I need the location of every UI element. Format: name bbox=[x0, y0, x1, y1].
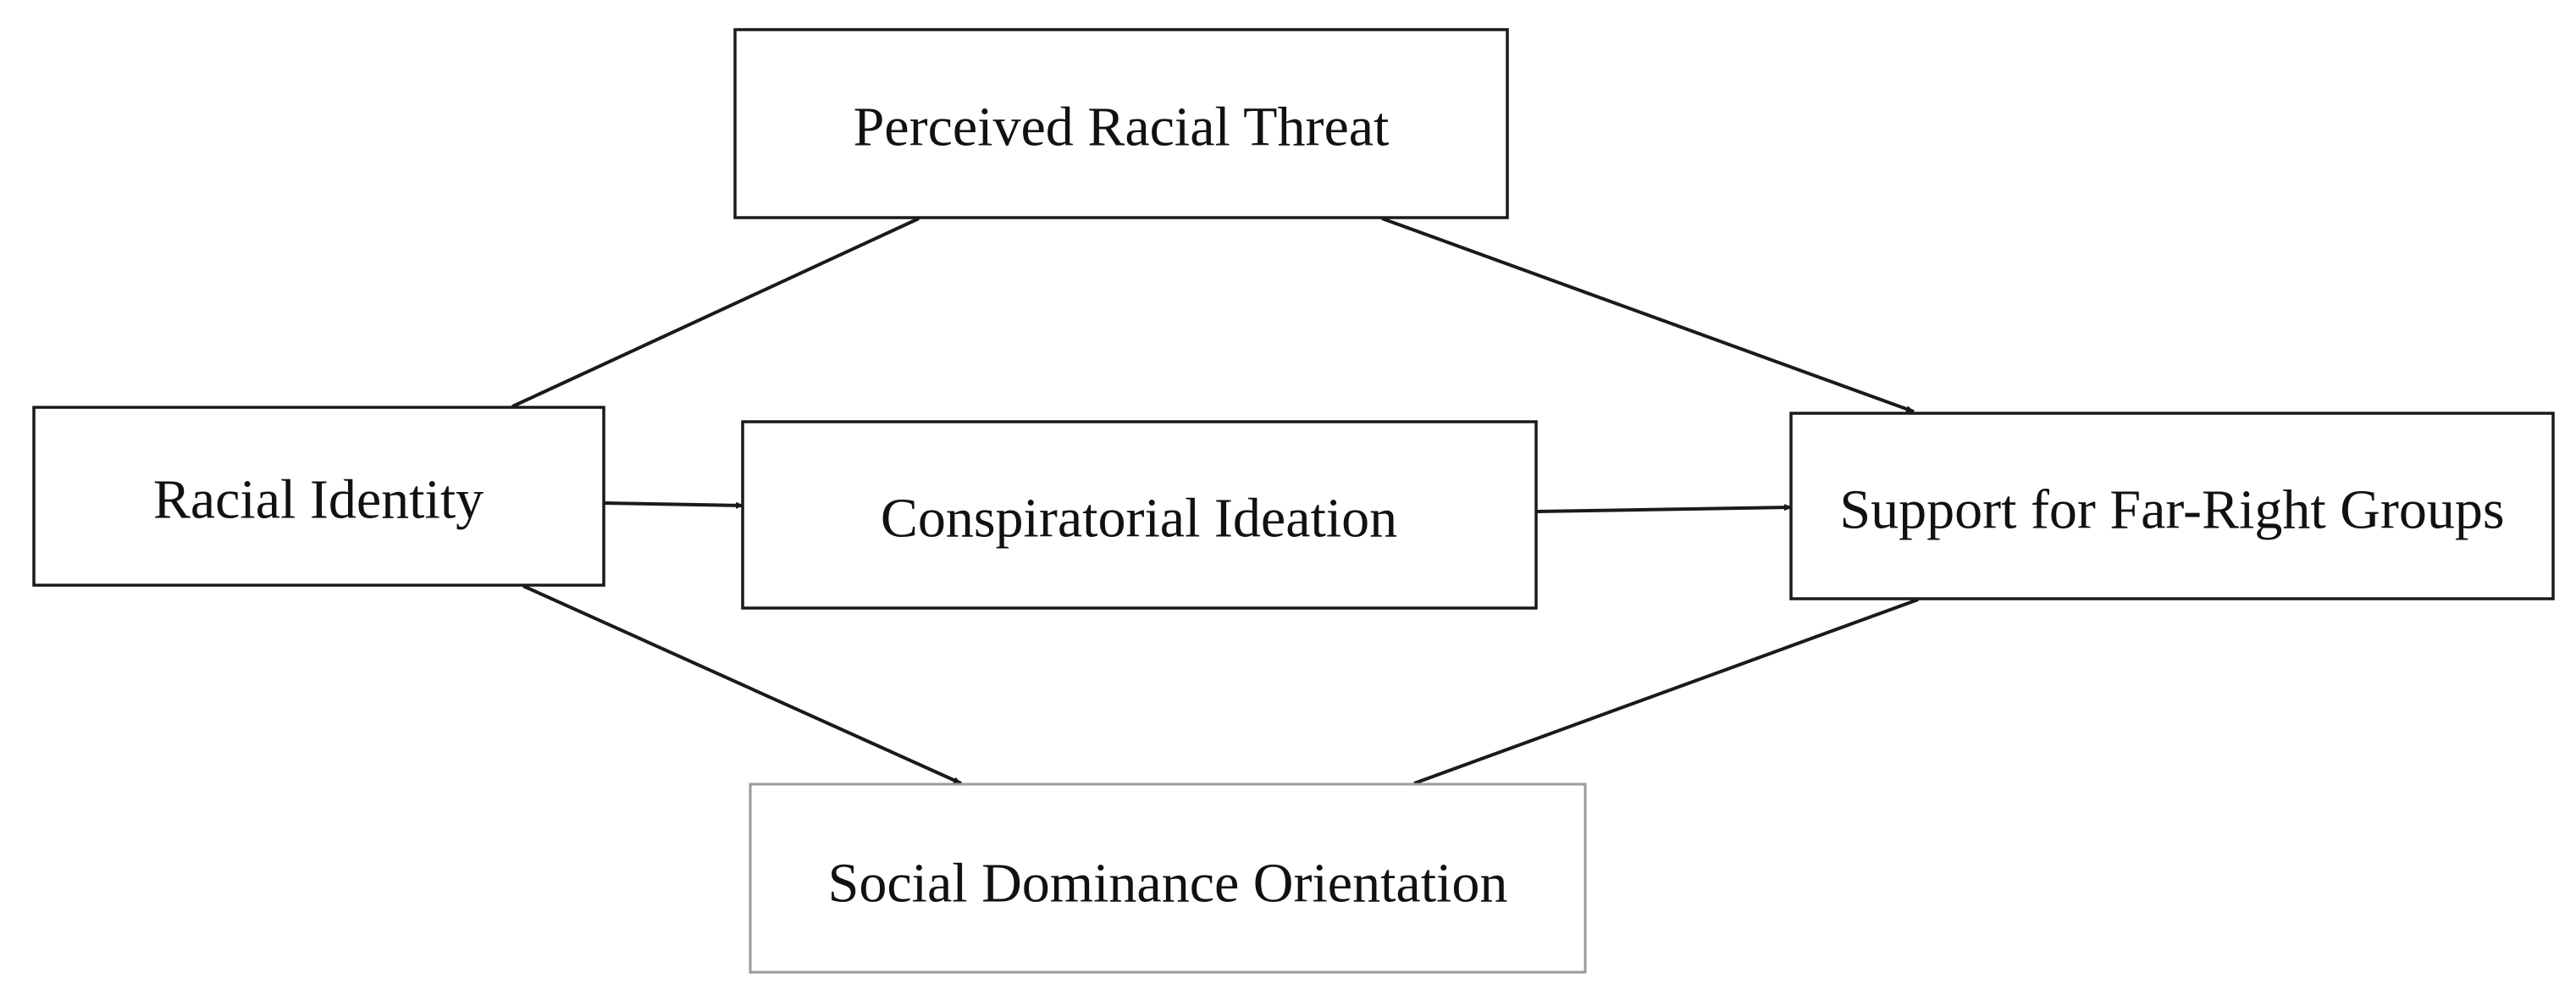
node-label-perceived-racial-threat: Perceived Racial Threat bbox=[854, 97, 1390, 158]
edge-racial-identity-to-social-dominance bbox=[522, 584, 962, 785]
node-conspiratorial-ideation: Conspiratorial Ideation bbox=[741, 420, 1538, 610]
edge-perceived-threat-to-support-far-right bbox=[1381, 217, 1915, 413]
node-support-for-far-right-groups: Support for Far-Right Groups bbox=[1789, 412, 2555, 600]
node-label-conspiratorial-ideation: Conspiratorial Ideation bbox=[881, 488, 1397, 550]
edge-conspiratorial-ideation-to-support-far-right bbox=[1535, 504, 1793, 513]
node-label-support-far-right: Support for Far-Right Groups bbox=[1839, 479, 2504, 541]
edges-group bbox=[511, 217, 1919, 785]
node-perceived-racial-threat: Perceived Racial Threat bbox=[733, 28, 1509, 219]
node-label-racial-identity: Racial Identity bbox=[153, 469, 484, 531]
edge-social-dominance-to-support-far-right bbox=[1413, 598, 1919, 785]
edge-racial-identity-to-conspiratorial-ideation bbox=[603, 501, 744, 509]
edge-racial-identity-to-perceived-threat bbox=[511, 217, 920, 408]
node-social-dominance-orientation: Social Dominance Orientation bbox=[749, 783, 1587, 974]
node-racial-identity: Racial Identity bbox=[32, 406, 605, 587]
node-label-social-dominance-orientation: Social Dominance Orientation bbox=[828, 853, 1508, 915]
